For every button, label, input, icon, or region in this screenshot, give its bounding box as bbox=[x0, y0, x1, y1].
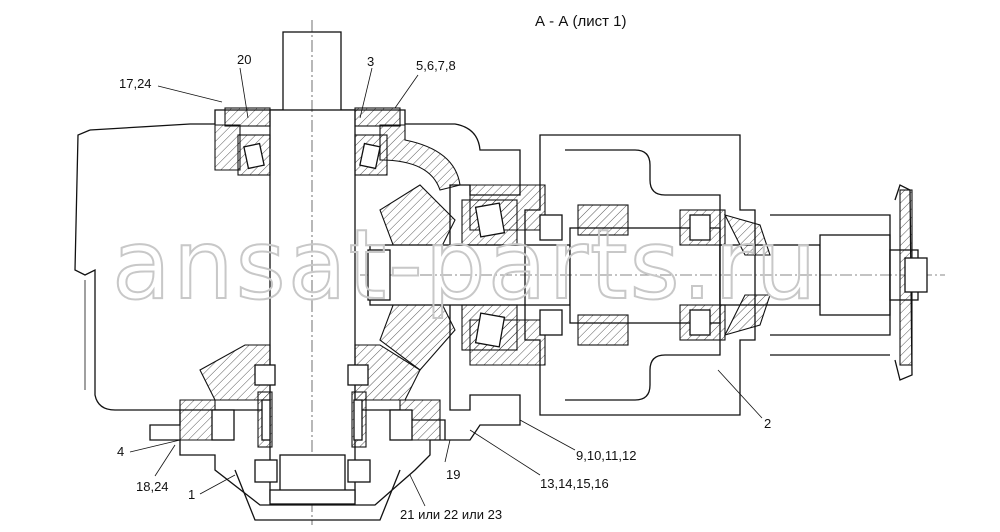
output-flange bbox=[679, 184, 928, 381]
callout-4: 4 bbox=[117, 444, 124, 459]
vertical-shaft bbox=[269, 20, 356, 525]
callout-2: 2 bbox=[764, 416, 771, 431]
lower-bearing bbox=[211, 391, 413, 483]
callout-13-14-15-16: 13,14,15,16 bbox=[540, 476, 609, 491]
callout-21-22-23: 21 или 22 или 23 bbox=[400, 507, 502, 522]
leader-lines bbox=[129, 67, 763, 507]
callout-9-10-11-12: 9,10,11,12 bbox=[576, 448, 636, 463]
watermark: ansat-parts.ru bbox=[112, 209, 819, 321]
callout-20: 20 bbox=[237, 52, 251, 67]
callout-17-24: 17,24 bbox=[119, 76, 152, 91]
bevel-gear bbox=[199, 184, 456, 401]
callout-18-24: 18,24 bbox=[136, 479, 169, 494]
clutch-housing bbox=[461, 134, 756, 416]
callout-19: 19 bbox=[446, 467, 460, 482]
top-bearing bbox=[224, 107, 401, 176]
callout-3: 3 bbox=[367, 54, 374, 69]
callout-1: 1 bbox=[188, 487, 195, 502]
callout-5-6-7-8: 5,6,7,8 bbox=[416, 58, 456, 73]
section-title: А - А (лист 1) bbox=[535, 13, 627, 30]
